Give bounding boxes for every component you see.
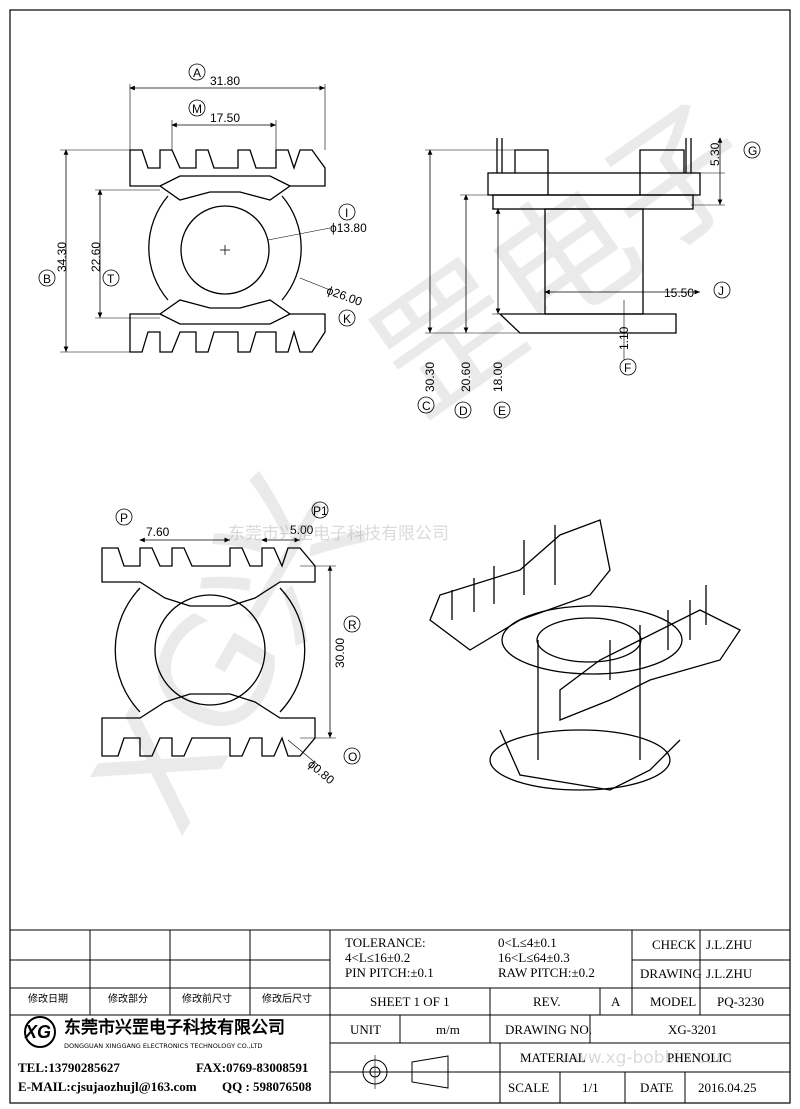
title-block-grid [10,929,790,1103]
side-view [425,137,725,360]
side-view-balloons [417,141,761,419]
scale-value: 1/1 [582,1080,599,1095]
drawing-label: DRAWING [640,966,702,981]
rev-label: REV. [533,994,561,1009]
sheet-border [9,9,791,1104]
top-view [60,84,331,353]
company-name-en: DONGGUAN XINGGANG ELECTRONICS TECHNOLOGY… [64,1042,263,1050]
label-B: B [43,272,52,286]
qq: QQ : 598076508 [222,1079,312,1094]
label-C: C [422,399,431,413]
rev-header-before: 修改前尺寸 [182,994,232,1005]
date-label: DATE [640,1080,674,1095]
label-J: J [718,284,724,298]
watermark-cn: 东莞市兴罡电子科技有限公司 [228,524,449,544]
label-T: T [107,272,115,286]
svg-text:罡电子: 罡电子 [346,73,784,447]
bottom-view [101,537,336,766]
check-value: J.L.ZHU [706,937,753,952]
unit-value: m/m [436,1022,460,1037]
dim-base: 1.10 [617,326,631,350]
email: E-MAIL:cjsujaozhujl@163.com [18,1079,197,1094]
company-logo [24,1016,56,1048]
dim-pitch: 17.50 [210,111,241,125]
material-value: PHENOLIC [667,1050,732,1065]
watermark-url: www.xg-bobbin.com [560,1048,733,1068]
fax: FAX:0769-83008591 [196,1060,309,1075]
label-M: M [192,102,202,116]
isometric-view [429,519,741,791]
dim-width: 31.80 [210,74,241,88]
label-A: A [193,66,202,80]
label-D: D [459,404,468,418]
label-P1: P1 [313,504,328,518]
rev-value: A [611,994,621,1009]
label-G: G [748,144,758,158]
top-view-balloons [38,63,356,327]
sheet-count: SHEET 1 OF 1 [370,994,450,1009]
tolerance-3: 16<L≤64±0.3 [498,950,570,965]
dim-pitch-p: 7.60 [146,525,170,539]
drawing-value: J.L.ZHU [706,966,753,981]
label-F: F [624,361,632,375]
watermark-graphic: 罡电子 XG兴 [60,73,783,858]
dim-core: 15.50 [664,286,695,300]
bottom-view-balloons [115,501,361,765]
logo-text: XG [25,1022,52,1042]
tolerance-2: 4<L≤16±0.2 [345,950,411,965]
dim-pitch-p1: 5.00 [290,523,314,537]
label-P: P [120,511,129,525]
rev-header-part: 修改部分 [108,994,148,1005]
dim-height-bottom: 30.00 [333,637,347,668]
projection-symbol [355,1055,449,1089]
check-label: CHECK [652,937,697,952]
dim-height: 34.30 [55,241,69,272]
dim-mid: 20.60 [459,361,473,392]
tolerance-1: 0<L≤4±0.1 [498,935,557,950]
company-name-cn: 东莞市兴罡电子科技有限公司 [64,1018,285,1038]
raw-pitch: RAW PITCH:±0.2 [498,965,595,980]
dim-bore: ϕ13.80 [330,221,367,235]
unit-label: UNIT [350,1022,382,1037]
dim-total: 30.30 [423,361,437,392]
pin-pitch: PIN PITCH:±0.1 [345,965,434,980]
model-label: MODEL [650,994,697,1009]
date-value: 2016.04.25 [698,1080,757,1095]
label-K: K [343,312,352,326]
model-value: PQ-3230 [717,994,764,1009]
label-I: I [345,206,349,220]
drawing-no-label: DRAWING NO. [505,1022,593,1037]
scale-label: SCALE [508,1080,550,1095]
drawing-no-value: XG-3201 [668,1022,718,1037]
material-label: MATERIAL [520,1050,586,1065]
dim-pin-len: 5.30 [708,142,722,166]
tolerance-label: TOLERANCE: [345,935,426,950]
rev-header-after: 修改后尺寸 [262,994,312,1005]
dim-inner: 22.60 [89,241,103,272]
bottom-bore-circle [154,594,266,706]
bore-circle [180,205,270,295]
label-O: O [348,750,358,764]
telephone: TEL:13790285627 [18,1060,120,1075]
rev-header-date: 修改日期 [28,994,68,1005]
dim-inner-h: 18.00 [491,361,505,392]
label-E: E [498,404,507,418]
label-R: R [348,618,357,632]
